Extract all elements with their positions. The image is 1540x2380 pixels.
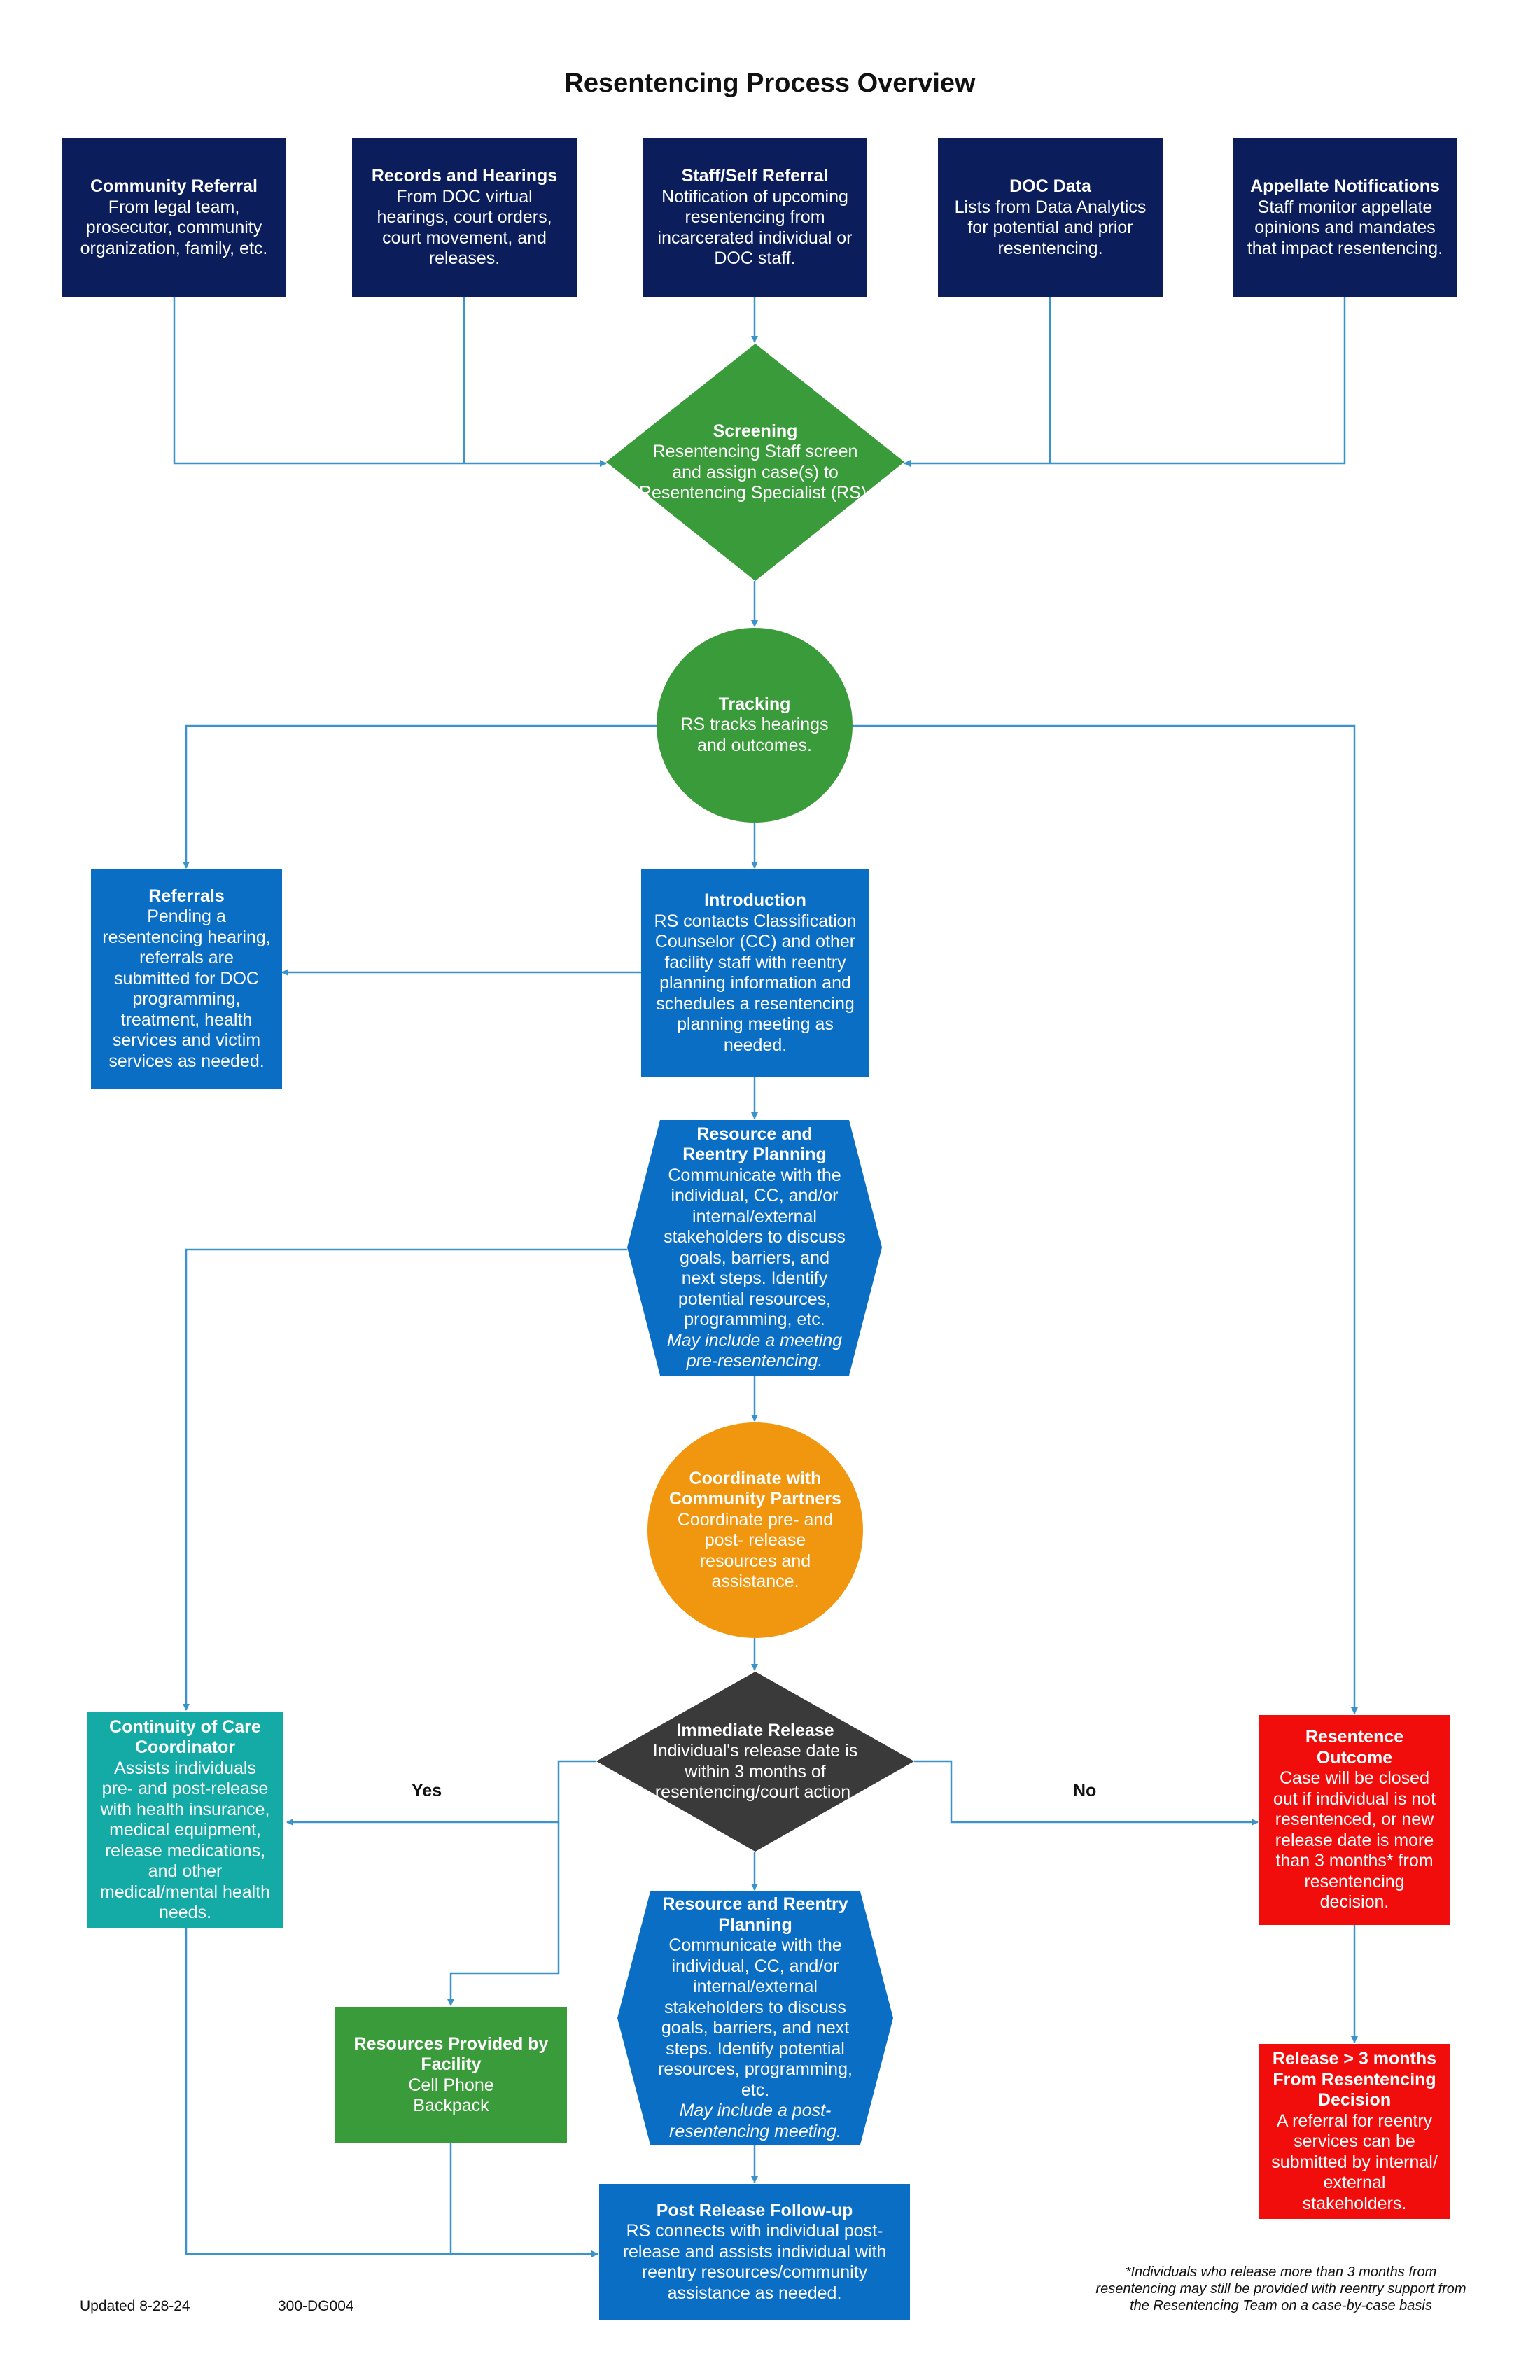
- resource-planning-2-italic: May include a post-resentencing meeting.: [669, 2101, 841, 2141]
- introduction-text: RS contacts Classification Counselor (CC…: [654, 911, 857, 1055]
- followup-title: Post Release Follow-up: [656, 2200, 853, 2220]
- connector-planning-to-continuity: [183, 1248, 627, 1711]
- post-release-followup-box: Post Release Follow-up RS connects with …: [599, 2184, 910, 2320]
- no-label: No: [1073, 1781, 1097, 1800]
- connector-immediate-no: [914, 1760, 1259, 1826]
- connector-immediate-to-facility: [447, 1822, 560, 2006]
- resource-planning-title: Resource and Reentry Planning: [682, 1124, 827, 1165]
- resource-planning-hexagon: Resource and Reentry Planning Communicat…: [627, 1120, 882, 1376]
- resource-planning-2-hexagon: Resource and Reentry Planning Communicat…: [617, 1891, 893, 2145]
- records-hearings-title: Records and Hearings: [371, 166, 558, 186]
- appellate-notifications-title: Appellate Notifications: [1250, 176, 1440, 196]
- staff-self-referral-box: Staff/Self Referral Notification of upco…: [643, 138, 867, 298]
- yes-label: Yes: [412, 1781, 442, 1800]
- immediate-release-text: Individual's release date is within 3 mo…: [652, 1741, 858, 1802]
- resentence-outcome-title: Resentence Outcome: [1305, 1727, 1404, 1768]
- community-referral-box: Community Referral From legal team, pros…: [62, 138, 286, 298]
- records-hearings-box: Records and Hearings From DOC virtual he…: [352, 138, 577, 298]
- screening-diamond: Screening Resentencing Staff screen and …: [606, 344, 904, 581]
- appellate-notifications-text: Staff monitor appellate opinions and man…: [1247, 197, 1443, 258]
- immediate-release-diamond: Immediate Release Individual's release d…: [596, 1672, 914, 1851]
- updated-date: Updated 8-28-24: [80, 2298, 190, 2314]
- introduction-box: Introduction RS contacts Classification …: [641, 869, 869, 1077]
- tracking-circle: Tracking RS tracks hearings and outcomes…: [657, 628, 853, 822]
- screening-text: Resentencing Staff screen and assign cas…: [638, 442, 872, 503]
- screening-shape: [606, 344, 904, 581]
- screening-title: Screening: [713, 421, 798, 441]
- referrals-box: Referrals Pending a resentencing hearing…: [91, 869, 282, 1088]
- resources-facility-item-phone: Cell Phone: [408, 2075, 494, 2095]
- introduction-title: Introduction: [704, 890, 806, 910]
- connector-tracking-to-outcome: [851, 724, 1358, 1714]
- resource-planning-shape: [627, 1120, 882, 1376]
- connector-immediate-yes: [286, 1760, 596, 1826]
- resentence-outcome-box: Resentence Outcome Case will be closed o…: [1259, 1715, 1450, 1925]
- staff-self-referral-text: Notification of upcoming resentencing fr…: [657, 186, 853, 269]
- release-3-months-box: Release > 3 months From Resentencing Dec…: [1259, 2044, 1450, 2219]
- continuity-text: Assists individuals pre- and post-releas…: [99, 1758, 271, 1923]
- release-3-months-title: Release > 3 months From Resentencing Dec…: [1272, 2049, 1437, 2110]
- coordinate-community-circle: Coordinate with Community Partners Coord…: [648, 1422, 863, 1638]
- doc-data-box: DOC Data Lists from Data Analytics for p…: [938, 138, 1163, 298]
- community-referral-title: Community Referral: [90, 176, 258, 196]
- records-hearings-text: From DOC virtual hearings, court orders,…: [377, 186, 552, 269]
- coordinate-title: Coordinate with Community Partners: [669, 1468, 841, 1509]
- resource-planning-2-shape: [617, 1891, 893, 2145]
- continuity-title: Continuity of Care Coordinator: [109, 1716, 261, 1758]
- resource-planning-text: Communicate with the individual, CC, and…: [664, 1165, 846, 1330]
- connector-community-to-screening: [173, 298, 607, 467]
- resource-planning-2-text: Communicate with the individual, CC, and…: [658, 1935, 853, 2100]
- continuity-of-care-box: Continuity of Care Coordinator Assists i…: [87, 1712, 284, 1928]
- community-referral-text: From legal team, prosecutor, community o…: [80, 197, 268, 258]
- referrals-text: Pending a resentencing hearing, referral…: [102, 906, 271, 1071]
- coordinate-text: Coordinate pre- and post- release resour…: [677, 1509, 834, 1592]
- referrals-title: Referrals: [148, 886, 225, 906]
- immediate-release-title: Immediate Release: [676, 1720, 834, 1740]
- resources-facility-item-backpack: Backpack: [413, 2096, 489, 2115]
- connector-tracking-to-referrals: [183, 724, 658, 869]
- page-title: Resentencing Process Overview: [564, 69, 976, 98]
- tracking-title: Tracking: [718, 694, 791, 714]
- connector-appellate-to-screening: [904, 298, 1346, 467]
- followup-text: RS connects with individual post-release…: [622, 2221, 887, 2303]
- connector-continuity-to-followup: [185, 1928, 598, 2258]
- tracking-text: RS tracks hearings and outcomes.: [680, 715, 829, 755]
- resources-facility-box: Resources Provided by Facility Cell Phon…: [335, 2007, 567, 2143]
- doc-data-text: Lists from Data Analytics for potential …: [954, 197, 1147, 258]
- immediate-release-shape: [596, 1672, 914, 1851]
- staff-self-referral-title: Staff/Self Referral: [681, 166, 829, 186]
- appellate-notifications-box: Appellate Notifications Staff monitor ap…: [1233, 138, 1457, 298]
- resource-planning-2-title: Resource and Reentry Planning: [662, 1894, 848, 1935]
- footnote: *Individuals who release more than 3 mon…: [1096, 2264, 1466, 2314]
- release-3-months-text: A referral for reentry services can be s…: [1271, 2110, 1438, 2213]
- resentence-outcome-text: Case will be closed out if individual is…: [1273, 1768, 1436, 1912]
- document-code: 300-DG004: [278, 2298, 354, 2314]
- resources-facility-title: Resources Provided by Facility: [354, 2033, 549, 2075]
- resource-planning-italic: May include a meeting pre-resentencing.: [666, 1330, 843, 1371]
- doc-data-title: DOC Data: [1009, 176, 1091, 196]
